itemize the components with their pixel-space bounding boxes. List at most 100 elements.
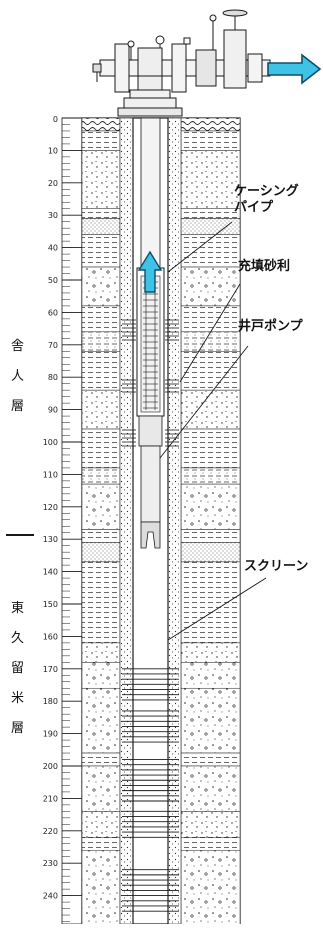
riser-pipe: [140, 117, 161, 274]
well-screen: [122, 668, 179, 912]
stratum-band: [81, 561, 121, 644]
label-pump: 井戸ポンプ: [238, 318, 304, 334]
well-pump: [136, 267, 165, 549]
depth-tick-label: 70: [48, 341, 58, 350]
stratum-band: [81, 130, 121, 151]
stratum-band: [180, 642, 241, 663]
leader-screen: [167, 577, 267, 641]
stratum-band: [81, 389, 121, 430]
stratum-lower-char: 東: [11, 600, 24, 616]
stratum-band: [180, 331, 241, 352]
depth-tick-label: 170: [43, 665, 58, 674]
stratum-band: [180, 351, 241, 391]
stratum-band: [81, 351, 121, 391]
upflow-arrow-icon: [137, 250, 163, 293]
depth-tick-label: 20: [48, 179, 58, 188]
stratum-lower-char: 層: [11, 721, 24, 736]
stratum-band: [81, 467, 121, 485]
depth-tick-label: 60: [48, 308, 58, 317]
stratum-band: [180, 218, 241, 235]
stratum-band: [180, 542, 241, 563]
depth-tick-label: 240: [43, 892, 58, 901]
stratum-band: [81, 234, 121, 268]
leader-casing: [167, 221, 233, 273]
depth-tick-label: 230: [43, 859, 58, 868]
stratum-band: [180, 811, 241, 838]
leader-gravel: [179, 283, 241, 383]
stratum-band: [81, 218, 121, 235]
stratum-upper-char: 人: [11, 369, 24, 384]
stratum-band: [81, 483, 121, 530]
depth-tick-label: 190: [43, 730, 58, 739]
stratum-band: [81, 529, 121, 543]
label-screen: スクリーン: [244, 559, 308, 574]
stratum-upper-char: 舎: [11, 339, 24, 354]
depth-tick-label: 0: [53, 115, 58, 124]
stratum-band: [180, 150, 241, 209]
stratum-band: [81, 662, 121, 689]
depth-tick-label: 110: [43, 470, 58, 479]
stratum-band: [81, 331, 121, 352]
stratum-band: [81, 752, 121, 767]
stratum-band: [81, 811, 121, 838]
label-casing-line2: パイプ: [234, 200, 274, 215]
depth-tick-label: 80: [48, 373, 58, 382]
stratum-band: [180, 687, 241, 754]
stratum-band: [180, 837, 241, 851]
stratum-band: [180, 305, 241, 333]
stratum-band: [81, 837, 121, 851]
stratum-band: [180, 208, 241, 219]
stratum-band: [180, 467, 241, 485]
stratum-band: [81, 305, 121, 333]
gravel-pack-right: [167, 117, 182, 925]
stratum-band: [180, 561, 241, 644]
depth-tick-label: 160: [43, 632, 58, 641]
depth-tick-label: 40: [48, 244, 58, 253]
depth-tick-label: 200: [43, 762, 58, 771]
stratum-band: [81, 542, 121, 563]
stratum-lower-char: 久: [11, 631, 24, 646]
depth-tick-label: 210: [43, 794, 58, 803]
stratum-band: [81, 849, 121, 928]
stratum-band: [180, 752, 241, 767]
stratum-band: [180, 483, 241, 530]
stratum-band: [81, 642, 121, 663]
stratum-band: [81, 687, 121, 754]
depth-tick-label: 120: [43, 503, 58, 512]
stratum-lower-name: 東 久 留 米 層: [11, 600, 24, 736]
depth-tick-label: 50: [48, 276, 58, 285]
stratum-band: [180, 389, 241, 430]
gravel-pack-left: [119, 117, 134, 925]
depth-tick-label: 180: [43, 697, 58, 706]
stratum-band: [180, 428, 241, 469]
stratum-band: [81, 208, 121, 219]
stratum-band: [180, 662, 241, 689]
stratum-upper-char: 層: [11, 399, 24, 414]
depth-tick-label: 150: [43, 600, 58, 609]
stratum-band: [81, 117, 121, 132]
stratum-band: [180, 130, 241, 151]
label-casing-line1: ケーシング: [234, 183, 299, 199]
stratum-band: [180, 117, 241, 132]
depth-tick-label: 140: [43, 568, 58, 577]
stratum-lower-char: 留: [11, 661, 24, 676]
wellhead-piping: [92, 9, 271, 117]
leader-pump: [159, 345, 249, 459]
stratum-band: [180, 765, 241, 812]
stratum-upper-name: 舎 人 層: [11, 339, 24, 414]
stratum-band: [180, 849, 241, 928]
stratum-band: [180, 529, 241, 543]
depth-tick-label: 90: [48, 406, 58, 415]
outflow-arrow-icon: [267, 53, 322, 85]
stratum-band: [81, 150, 121, 209]
depth-tick-label: 130: [43, 535, 58, 544]
stratum-band: [81, 266, 121, 307]
label-gravel: 充填砂利: [238, 258, 290, 274]
depth-tick-label: 100: [43, 438, 58, 447]
depth-tick-label: 30: [48, 211, 58, 220]
stratum-band: [180, 234, 241, 268]
depth-tick-label: 220: [43, 827, 58, 836]
stratum-band: [180, 266, 241, 307]
